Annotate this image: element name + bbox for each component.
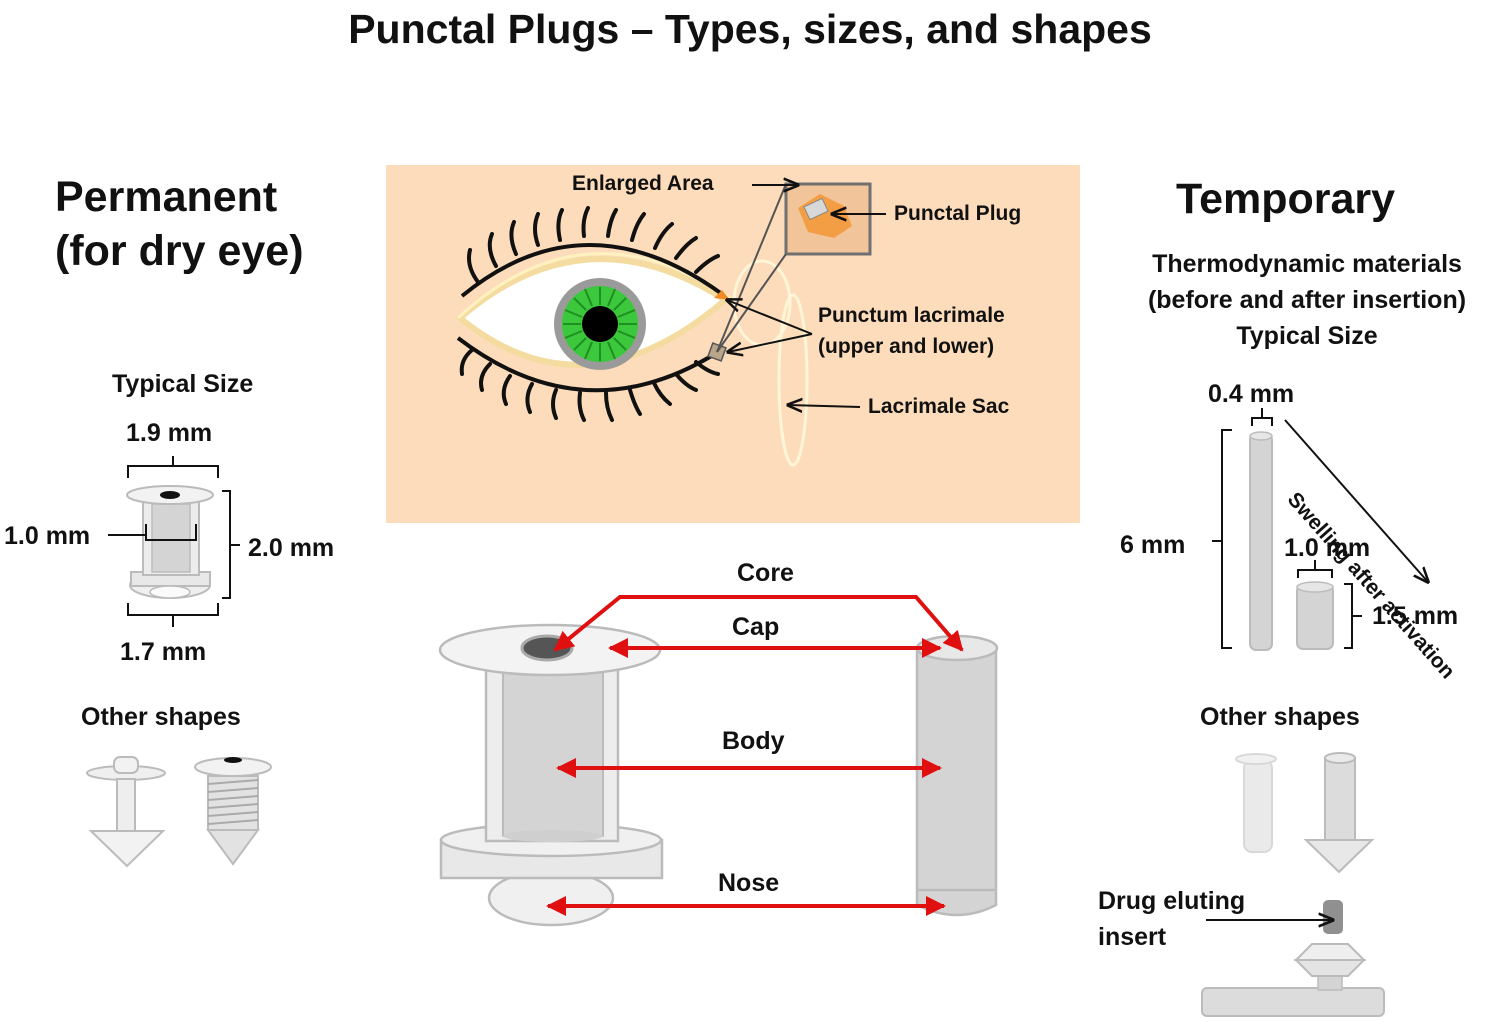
temporary-plug-after: [1296, 581, 1334, 650]
permanent-dimension-brackets: [108, 456, 240, 627]
punctum-label-line1: Punctum lacrimale: [818, 304, 1005, 327]
drug-eluting-line1: Drug eluting: [1098, 887, 1246, 915]
lacrimale-sac-label: Lacrimale Sac: [868, 395, 1010, 418]
permanent-top-width: 1.9 mm: [126, 419, 213, 447]
permanent-typical-size: Typical Size: [112, 370, 254, 398]
drug-insert: [1323, 900, 1343, 934]
nose-label: Nose: [718, 869, 780, 897]
drug-eluting-line2: insert: [1098, 923, 1167, 951]
cap-label: Cap: [732, 613, 780, 641]
permanent-heading-line1: Permanent: [55, 173, 278, 221]
body-label: Body: [722, 727, 785, 755]
punctal-plug-label: Punctal Plug: [894, 202, 1022, 225]
part-arrows: [546, 595, 964, 916]
temporary-dimension-brackets: [1212, 408, 1362, 649]
upper-eyelid: [460, 243, 724, 298]
upper-eyelashes: [467, 206, 720, 284]
temporary-desc-line2: (before and after insertion): [1147, 286, 1467, 314]
temporary-plug-before: [1249, 431, 1273, 651]
permanent-plug-small: [126, 485, 214, 599]
iris-striations: [563, 287, 637, 361]
temporary-before-length: 6 mm: [1120, 531, 1186, 559]
core-label: Core: [737, 559, 794, 587]
permanent-height: 2.0 mm: [248, 534, 335, 562]
lower-eyelashes: [459, 348, 720, 422]
permanent-heading: Permanent (for dry eye): [55, 170, 304, 278]
drug-eluting-label: Drug eluting insert: [1098, 883, 1245, 955]
page-title: Punctal Plugs – Types, sizes, and shapes: [348, 6, 1152, 52]
pupil: [582, 306, 618, 342]
enlarged-area-label: Enlarged Area: [572, 172, 714, 195]
temporary-heading: Temporary: [1176, 175, 1396, 223]
temporary-other-shape-arrow: [1303, 752, 1375, 874]
temporary-desc-line1: Thermodynamic materials: [1152, 250, 1462, 278]
permanent-other-shapes-label: Other shapes: [81, 703, 241, 731]
permanent-inner-width: 1.0 mm: [4, 522, 91, 550]
core-arrow: [553, 595, 964, 652]
temporary-other-shape-tube: [1235, 753, 1277, 853]
temporary-after-width: 1.0 mm: [1284, 534, 1371, 562]
punctum-label: Punctum lacrimale (upper and lower): [818, 300, 1005, 362]
temporary-before-width: 0.4 mm: [1208, 380, 1295, 408]
temporary-description: Thermodynamic materials (before and afte…: [1108, 246, 1500, 354]
temporary-other-shapes-label: Other shapes: [1200, 703, 1360, 731]
swelling-arrow: [1284, 419, 1428, 582]
punctum-label-line2: (upper and lower): [818, 335, 995, 358]
anatomy-plug-right: [915, 634, 999, 917]
eye-illustration: [386, 165, 1080, 523]
anatomy-plug-left: [438, 623, 664, 927]
permanent-heading-line2: (for dry eye): [55, 227, 304, 275]
permanent-other-shape-arrow: [86, 756, 166, 868]
temporary-typical-size: Typical Size: [1236, 322, 1378, 350]
lower-eyelid: [456, 336, 720, 393]
drug-eluting-plug: [1201, 900, 1385, 1017]
upper-punctum: [714, 290, 730, 300]
temporary-after-length: 1.5 mm: [1372, 602, 1459, 630]
permanent-other-shape-threaded: [194, 757, 272, 866]
permanent-bottom-width: 1.7 mm: [120, 638, 207, 666]
